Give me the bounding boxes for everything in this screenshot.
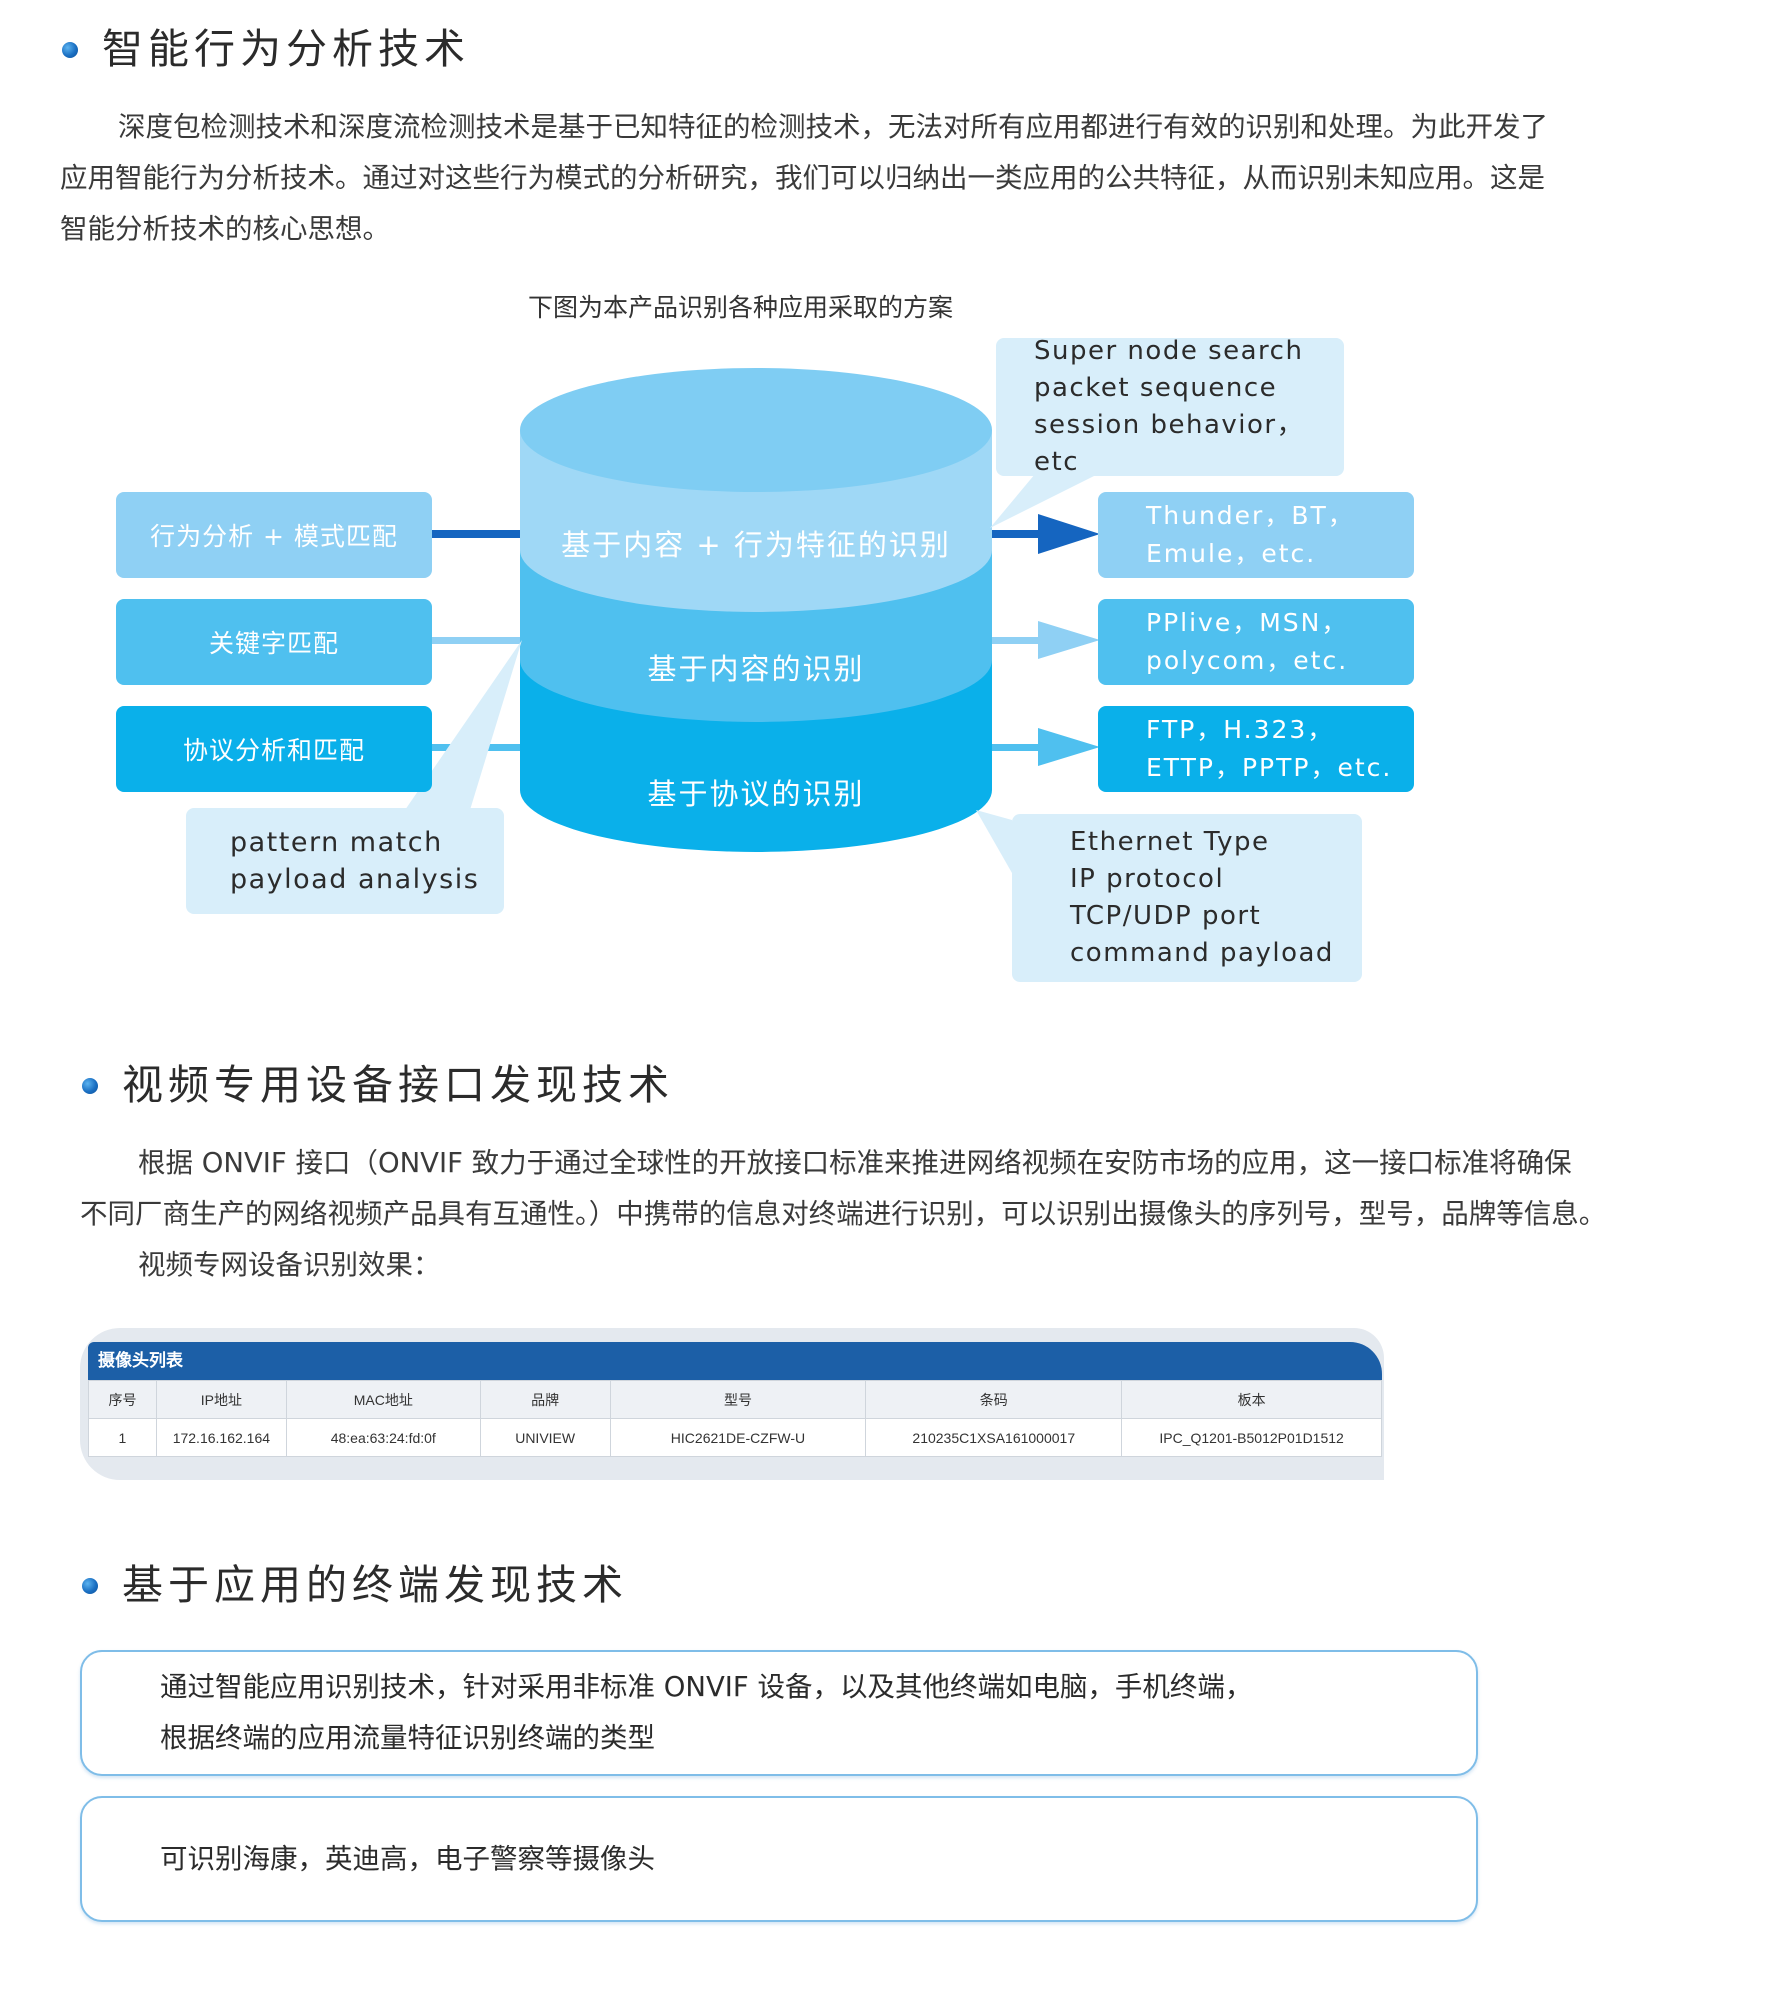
section3-title: 基于应用的终端发现技术 bbox=[122, 1561, 628, 1609]
callout-line: IP protocol bbox=[1070, 864, 1225, 894]
callout-line: TCP/UDP port bbox=[1070, 901, 1262, 931]
table-cell: HIC2621DE-CZFW-U bbox=[609, 1418, 867, 1457]
table-header-row: 序号 IP地址 MAC地址 品牌 型号 条码 板本 bbox=[88, 1380, 1382, 1419]
right-box-thunder: Thunder，BT， Emule，etc. bbox=[1098, 492, 1414, 578]
camera-table: 序号 IP地址 MAC地址 品牌 型号 条码 板本 1 172.16.162.1… bbox=[88, 1380, 1382, 1457]
callout-ethernet: Ethernet Type IP protocol TCP/UDP port c… bbox=[1012, 814, 1362, 982]
cylinder-label-content: 基于内容的识别 bbox=[647, 652, 865, 686]
right-box-line: polycom，etc. bbox=[1146, 646, 1349, 675]
box-line: 根据终端的应用流量特征识别终端的类型 bbox=[160, 1722, 655, 1754]
column-header: 品牌 bbox=[479, 1380, 611, 1419]
table-cell: 210235C1XSA161000017 bbox=[865, 1418, 1123, 1457]
callout-line: session behavior，etc bbox=[1034, 410, 1305, 477]
callout-top-pointer bbox=[990, 468, 1110, 528]
right-box-pplive: PPlive，MSN， polycom，etc. bbox=[1098, 599, 1414, 685]
callout-line: command payload bbox=[1070, 938, 1334, 968]
section2-paragraph: 根据 ONVIF 接口（ONVIF 致力于通过全球性的开放接口标准来推进网络视频… bbox=[80, 1138, 1606, 1291]
box-line: 通过智能应用识别技术，针对采用非标准 ONVIF 设备，以及其他终端如电脑，手机… bbox=[160, 1671, 1253, 1703]
table-cell: 172.16.162.164 bbox=[155, 1418, 287, 1457]
callout-left-pointer bbox=[405, 640, 522, 810]
section-bullet-icon bbox=[62, 42, 78, 58]
callout-line: Super node search bbox=[1034, 336, 1304, 366]
camera-table-panel: 摄像头列表 序号 IP地址 MAC地址 品牌 型号 条码 板本 1 172.16… bbox=[80, 1328, 1384, 1480]
callout-line: payload analysis bbox=[230, 864, 480, 895]
column-header: IP地址 bbox=[155, 1380, 287, 1419]
section-bullet-icon bbox=[82, 1078, 98, 1094]
section1-paragraph: 深度包检测技术和深度流检测技术是基于已知特征的检测技术，无法对所有应用都进行有效… bbox=[60, 102, 1548, 255]
callout-line: packet sequence bbox=[1034, 373, 1278, 403]
arrow-head-2 bbox=[1038, 621, 1100, 659]
left-box-protocol: 协议分析和匹配 bbox=[116, 706, 432, 792]
paragraph-line: 智能分析技术的核心思想。 bbox=[60, 213, 390, 245]
column-header: 序号 bbox=[88, 1380, 157, 1419]
right-box-line: PPlive，MSN， bbox=[1146, 608, 1349, 637]
paragraph-line: 视频专网设备识别效果： bbox=[138, 1249, 441, 1281]
cylinder-label-content-behavior: 基于内容 + 行为特征的识别 bbox=[561, 528, 951, 562]
paragraph-line: 深度包检测技术和深度流检测技术是基于已知特征的检测技术，无法对所有应用都进行有效… bbox=[118, 111, 1548, 143]
paragraph-line: 不同厂商生产的网络视频产品具有互通性。）中携带的信息对终端进行识别，可以识别出摄… bbox=[80, 1198, 1607, 1230]
terminal-discovery-box: 通过智能应用识别技术，针对采用非标准 ONVIF 设备，以及其他终端如电脑，手机… bbox=[80, 1650, 1478, 1776]
cylinder-top-cap bbox=[520, 368, 992, 492]
callout-line: Ethernet Type bbox=[1070, 827, 1270, 857]
left-box-keyword: 关键字匹配 bbox=[116, 599, 432, 685]
callout-bottom-pointer bbox=[976, 810, 1016, 880]
camera-table-title: 摄像头列表 bbox=[88, 1342, 1382, 1380]
table-cell: 48:ea:63:24:fd:0f bbox=[285, 1418, 481, 1457]
box-text: 可识别海康，英迪高，电子警察等摄像头 bbox=[160, 1843, 655, 1875]
paragraph-line: 根据 ONVIF 接口（ONVIF 致力于通过全球性的开放接口标准来推进网络视频… bbox=[138, 1147, 1572, 1179]
arrow-head-1 bbox=[1038, 514, 1100, 554]
box-text: 通过智能应用识别技术，针对采用非标准 ONVIF 设备，以及其他终端如电脑，手机… bbox=[160, 1662, 1252, 1764]
table-cell: 1 bbox=[88, 1418, 157, 1457]
callout-line: pattern match bbox=[230, 827, 443, 858]
table-cell: IPC_Q1201-B5012P01D1512 bbox=[1121, 1418, 1382, 1457]
connector-line-1 bbox=[430, 530, 530, 538]
column-header: 板本 bbox=[1121, 1380, 1382, 1419]
callout-pattern-match: pattern match payload analysis bbox=[186, 808, 504, 914]
arrow-head-3 bbox=[1038, 728, 1100, 766]
right-box-line: Thunder，BT， bbox=[1146, 501, 1355, 530]
paragraph-line: 应用智能行为分析技术。通过对这些行为模式的分析研究，我们可以归纳出一类应用的公共… bbox=[60, 162, 1545, 194]
table-cell: UNIVIEW bbox=[479, 1418, 611, 1457]
right-box-line: ETTP，PPTP，etc. bbox=[1146, 753, 1393, 782]
section-bullet-icon bbox=[82, 1578, 98, 1594]
column-header: 条码 bbox=[865, 1380, 1123, 1419]
right-box-ftp: FTP，H.323， ETTP，PPTP，etc. bbox=[1098, 706, 1414, 792]
diagram-caption: 下图为本产品识别各种应用采取的方案 bbox=[528, 293, 954, 322]
right-box-line: Emule，etc. bbox=[1146, 539, 1317, 568]
table-row[interactable]: 1 172.16.162.164 48:ea:63:24:fd:0f UNIVI… bbox=[88, 1418, 1382, 1457]
cylinder-label-protocol: 基于协议的识别 bbox=[647, 777, 865, 811]
section1-title: 智能行为分析技术 bbox=[102, 25, 470, 73]
section2-title: 视频专用设备接口发现技术 bbox=[122, 1061, 674, 1109]
camera-recognition-box: 可识别海康，英迪高，电子警察等摄像头 bbox=[80, 1796, 1478, 1922]
arrow-shaft-2 bbox=[990, 637, 1040, 644]
column-header: 型号 bbox=[609, 1380, 867, 1419]
callout-super-node: Super node search packet sequence sessio… bbox=[996, 336, 1344, 477]
arrow-shaft-1 bbox=[990, 530, 1040, 538]
column-header: MAC地址 bbox=[285, 1380, 481, 1419]
connector-line-2 bbox=[430, 637, 530, 644]
arrow-shaft-3 bbox=[990, 744, 1040, 751]
recognition-diagram bbox=[405, 368, 1110, 880]
left-box-behavior-pattern: 行为分析 + 模式匹配 bbox=[116, 492, 432, 578]
right-box-line: FTP，H.323， bbox=[1146, 715, 1335, 744]
